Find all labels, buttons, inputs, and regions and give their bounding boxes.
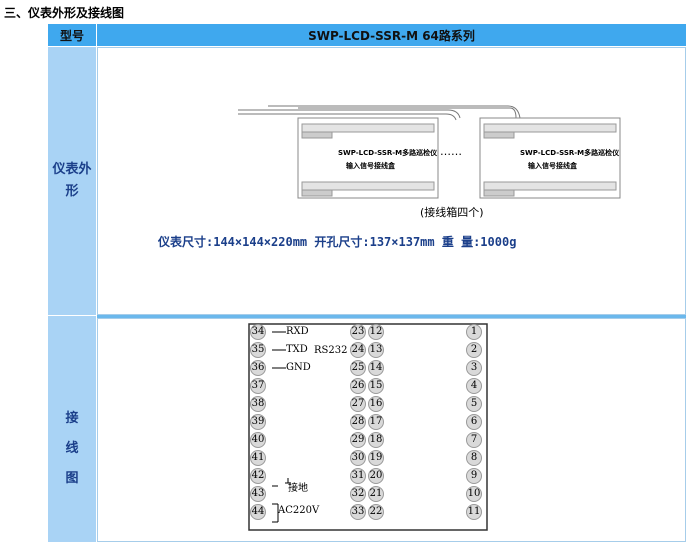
terminal-pin-1: 1 [466, 324, 482, 340]
series-header: SWP-LCD-SSR-M 64路系列 [97, 24, 686, 46]
terminal-pin-40: 40 [250, 432, 266, 448]
terminal-pin-34: 34 [250, 324, 266, 340]
dimensions-text: 仪表尺寸:144×144×220mm 开孔尺寸:137×137mm 重 量:10… [158, 235, 517, 249]
appearance-label-3: 外 [78, 162, 92, 177]
terminal-pin-22: 22 [368, 504, 384, 520]
terminal-pin-6: 6 [466, 414, 482, 430]
wiring-label-2: 线 [65, 441, 79, 456]
terminal-pin-12: 12 [368, 324, 384, 340]
terminal-pin-33: 33 [350, 504, 366, 520]
terminal-pin-11: 11 [466, 504, 482, 520]
terminal-pin-4: 4 [466, 378, 482, 394]
terminal-pin-9: 9 [466, 468, 482, 484]
terminal-pin-19: 19 [368, 450, 384, 466]
terminal-pin-28: 28 [350, 414, 366, 430]
terminal-pin-17: 17 [368, 414, 384, 430]
terminal-pin-31: 31 [350, 468, 366, 484]
txd-label: TXD [286, 344, 308, 355]
rs232-label: RS232 [314, 345, 348, 356]
section-heading: 三、仪表外形及接线图 [4, 6, 125, 20]
terminal-pin-24: 24 [350, 342, 366, 358]
terminal-pin-18: 18 [368, 432, 384, 448]
terminal-pin-39: 39 [250, 414, 266, 430]
junction-box-left [297, 117, 439, 199]
terminal-pin-21: 21 [368, 486, 384, 502]
appearance-label-1: 仪 [52, 162, 66, 177]
row-divider [97, 315, 686, 318]
right-box-subtitle: 输入信号接线盒 [528, 162, 577, 170]
junction-box-caption: (接线箱四个) [420, 206, 484, 219]
appearance-label-4: 形 [65, 184, 79, 199]
terminal-outline [248, 323, 488, 531]
appearance-label-cell: 仪表外 形 [48, 47, 96, 315]
terminal-pin-7: 7 [466, 432, 482, 448]
terminal-pin-27: 27 [350, 396, 366, 412]
spec-table: 型号 SWP-LCD-SSR-M 64路系列 仪表外 形 接 线 图 [48, 24, 686, 542]
terminal-pin-3: 3 [466, 360, 482, 376]
ac220v-label: AC220V [278, 505, 320, 516]
terminal-pin-42: 42 [250, 468, 266, 484]
rxd-label: RXD [286, 326, 309, 337]
terminal-pin-30: 30 [350, 450, 366, 466]
terminal-pin-26: 26 [350, 378, 366, 394]
terminal-pin-15: 15 [368, 378, 384, 394]
junction-box-right [479, 117, 621, 199]
terminal-pin-2: 2 [466, 342, 482, 358]
terminal-pin-36: 36 [250, 360, 266, 376]
wiring-label-cell: 接 线 图 [48, 316, 96, 542]
wiring-label-3: 图 [65, 471, 79, 486]
terminal-pin-23: 23 [350, 324, 366, 340]
terminal-pin-10: 10 [466, 486, 482, 502]
model-header: 型号 [48, 24, 96, 46]
terminal-pin-25: 25 [350, 360, 366, 376]
terminal-pin-8: 8 [466, 450, 482, 466]
terminal-pin-16: 16 [368, 396, 384, 412]
ellipsis: …… [440, 145, 462, 158]
terminal-pin-32: 32 [350, 486, 366, 502]
terminal-pin-43: 43 [250, 486, 266, 502]
terminal-pin-37: 37 [250, 378, 266, 394]
terminal-pin-41: 41 [250, 450, 266, 466]
junction-box-drawing [238, 105, 621, 199]
terminal-pin-20: 20 [368, 468, 384, 484]
terminal-pin-35: 35 [250, 342, 266, 358]
terminal-pin-13: 13 [368, 342, 384, 358]
wiring-label-1: 接 [65, 411, 79, 426]
terminal-pin-38: 38 [250, 396, 266, 412]
terminal-pin-5: 5 [466, 396, 482, 412]
terminal-pin-44: 44 [250, 504, 266, 520]
terminal-pin-29: 29 [350, 432, 366, 448]
ground-label: 接地 [288, 483, 308, 494]
left-box-subtitle: 输入信号接线盒 [346, 162, 395, 170]
right-box-title: SWP-LCD-SSR-M多路巡检仪 [520, 149, 620, 157]
terminal-pin-14: 14 [368, 360, 384, 376]
appearance-label-2: 表 [65, 162, 79, 177]
left-box-title: SWP-LCD-SSR-M多路巡检仪 [338, 149, 438, 157]
gnd-label: GND [286, 362, 311, 373]
